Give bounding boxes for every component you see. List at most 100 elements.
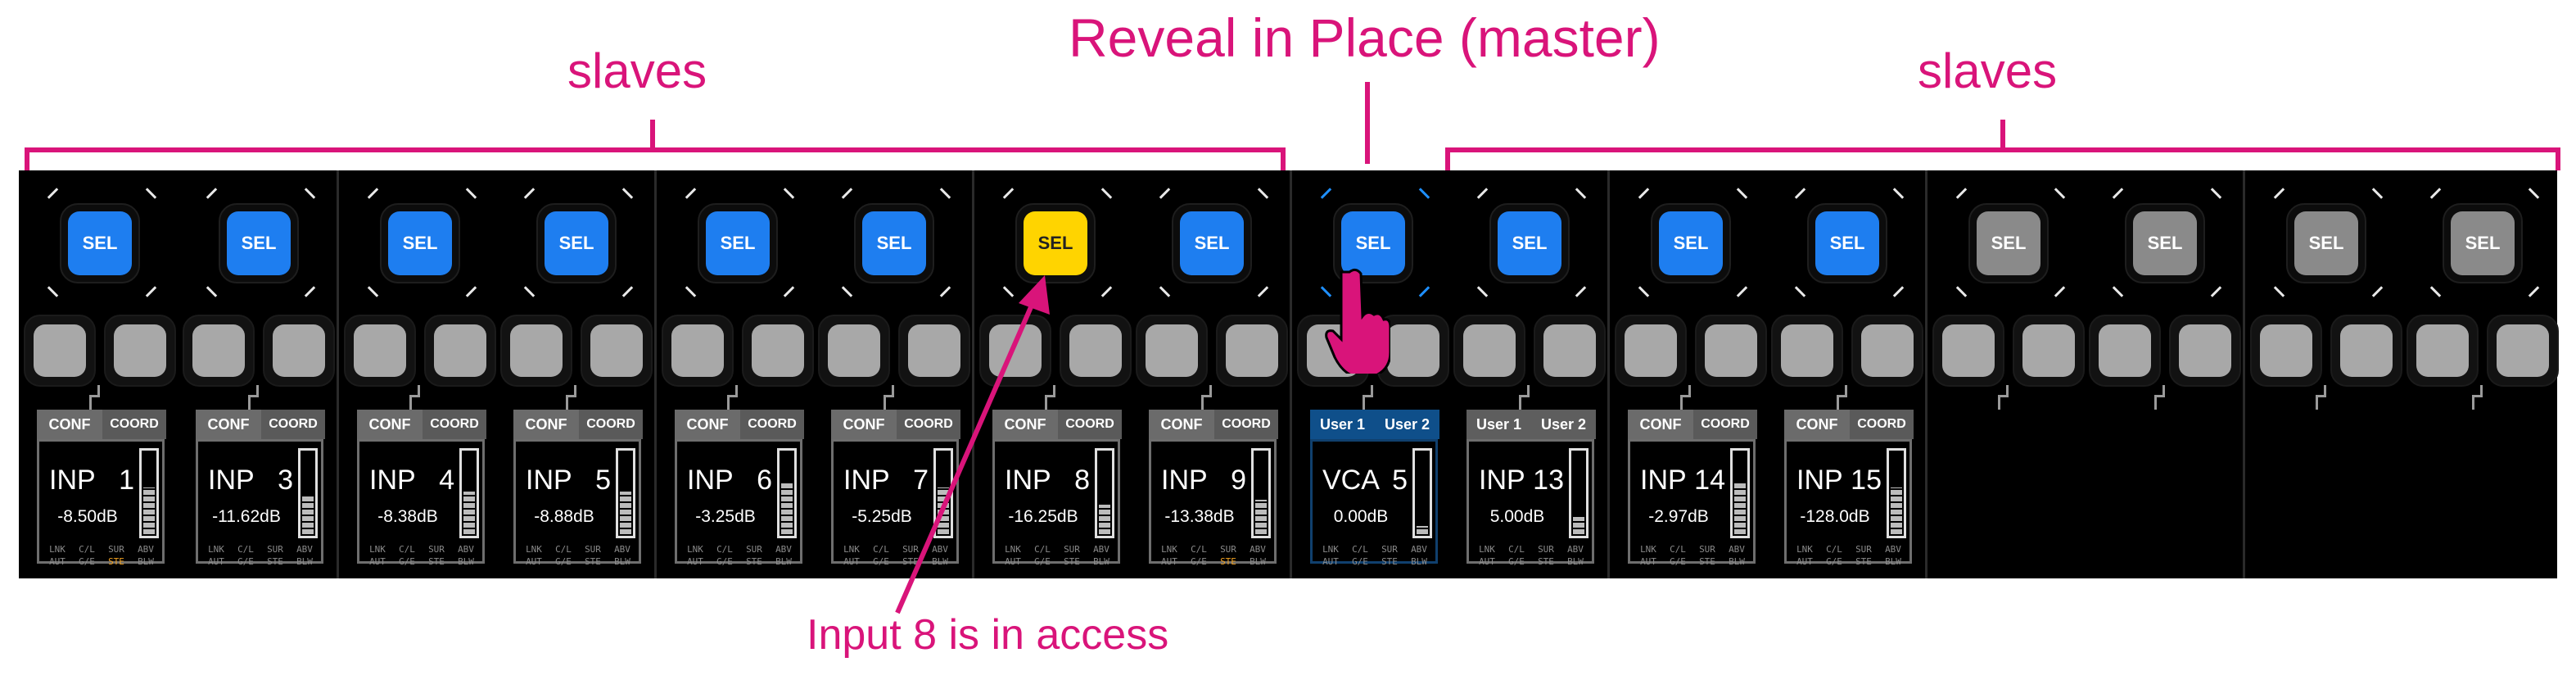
function-key-left[interactable] xyxy=(24,315,96,387)
function-key-right[interactable] xyxy=(1216,315,1288,387)
flag-lnk: LNK xyxy=(369,544,386,555)
function-key-left[interactable] xyxy=(500,315,572,387)
meter-fill xyxy=(1573,517,1584,534)
function-key-right[interactable] xyxy=(104,315,176,387)
sel-button[interactable]: SEL xyxy=(706,211,770,275)
sel-button[interactable]: SEL xyxy=(1977,211,2040,275)
function-key-right[interactable] xyxy=(1695,315,1767,387)
tab-conf[interactable]: CONF xyxy=(831,410,897,439)
sel-button[interactable]: SEL xyxy=(388,211,452,275)
function-key-right[interactable] xyxy=(1060,315,1132,387)
tab-coord[interactable]: COORD xyxy=(897,410,960,439)
tab-user-1[interactable]: User 1 xyxy=(1467,410,1531,439)
function-key-left[interactable] xyxy=(1453,315,1525,387)
tab-coord[interactable]: COORD xyxy=(261,410,325,439)
function-key-left[interactable] xyxy=(2089,315,2161,387)
function-key-left[interactable] xyxy=(183,315,255,387)
tab-coord[interactable]: COORD xyxy=(579,410,643,439)
function-key-right[interactable] xyxy=(1377,315,1449,387)
flag-blw: BLW xyxy=(296,556,313,567)
flag-blw: BLW xyxy=(1411,556,1427,567)
tab-coord[interactable]: COORD xyxy=(102,410,166,439)
sel-button[interactable]: SEL xyxy=(2451,211,2515,275)
sel-button-frame: SEL xyxy=(380,203,460,283)
function-key-right[interactable] xyxy=(1534,315,1606,387)
flag-sur: SUR xyxy=(746,544,762,555)
sel-button[interactable]: SEL xyxy=(1498,211,1561,275)
flag-abv: ABV xyxy=(614,544,630,555)
function-key-right[interactable] xyxy=(424,315,496,387)
tab-conf[interactable]: CONF xyxy=(37,410,102,439)
level-meter xyxy=(1569,448,1589,538)
function-key-right[interactable] xyxy=(1851,315,1923,387)
function-key-left[interactable] xyxy=(2250,315,2322,387)
key-cap xyxy=(1705,324,1757,377)
function-key-right[interactable] xyxy=(581,315,653,387)
tab-conf[interactable]: CONF xyxy=(513,410,579,439)
connector-line xyxy=(1209,385,1212,397)
sel-button[interactable]: SEL xyxy=(2294,211,2358,275)
tab-conf[interactable]: CONF xyxy=(675,410,740,439)
tab-user-1[interactable]: User 1 xyxy=(1310,410,1375,439)
sel-button[interactable]: SEL xyxy=(2133,211,2197,275)
flag-aut: AUT xyxy=(369,556,386,567)
tab-conf[interactable]: CONF xyxy=(1628,410,1693,439)
tab-conf[interactable]: CONF xyxy=(357,410,423,439)
tab-user-2[interactable]: User 2 xyxy=(1531,410,1596,439)
meter-fill xyxy=(1099,504,1110,534)
tab-user-2[interactable]: User 2 xyxy=(1375,410,1439,439)
function-key-left[interactable] xyxy=(662,315,734,387)
tab-coord[interactable]: COORD xyxy=(1850,410,1914,439)
function-key-left[interactable] xyxy=(344,315,416,387)
function-key-right[interactable] xyxy=(2013,315,2085,387)
sel-button[interactable]: SEL xyxy=(1659,211,1723,275)
function-key-left[interactable] xyxy=(818,315,890,387)
sel-button[interactable]: SEL xyxy=(227,211,291,275)
tab-coord[interactable]: COORD xyxy=(1693,410,1757,439)
gain-value: -2.97dB xyxy=(1648,507,1709,526)
function-key-right[interactable] xyxy=(742,315,814,387)
flag-sur: SUR xyxy=(1064,544,1080,555)
function-key-left[interactable] xyxy=(1615,315,1687,387)
flag-ste: STE xyxy=(1064,556,1080,567)
sel-button[interactable]: SEL xyxy=(1341,211,1405,275)
key-cap xyxy=(1781,324,1833,377)
flag-lnk: LNK xyxy=(1479,544,1495,555)
tab-conf[interactable]: CONF xyxy=(1784,410,1850,439)
tab-conf[interactable]: CONF xyxy=(196,410,261,439)
tab-coord[interactable]: COORD xyxy=(740,410,804,439)
flag-abv: ABV xyxy=(775,544,792,555)
function-key-left[interactable] xyxy=(1932,315,2004,387)
sel-button[interactable]: SEL xyxy=(1815,211,1879,275)
connector-line xyxy=(1519,395,1521,410)
meter-fill xyxy=(620,492,631,534)
function-key-right[interactable] xyxy=(2330,315,2402,387)
sel-button[interactable]: SEL xyxy=(545,211,608,275)
tab-conf[interactable]: CONF xyxy=(1149,410,1214,439)
function-key-right[interactable] xyxy=(263,315,335,387)
function-key-left[interactable] xyxy=(979,315,1051,387)
connector-line xyxy=(727,395,738,397)
function-key-left[interactable] xyxy=(2407,315,2479,387)
tab-coord[interactable]: COORD xyxy=(1214,410,1278,439)
flag-sur: SUR xyxy=(108,544,124,555)
flag-lnk: LNK xyxy=(1005,544,1021,555)
function-key-left[interactable] xyxy=(1771,315,1843,387)
sel-button[interactable]: SEL xyxy=(68,211,132,275)
channel-number: 7 xyxy=(913,465,929,496)
sel-button[interactable]: SEL xyxy=(1024,211,1087,275)
sel-button[interactable]: SEL xyxy=(1180,211,1244,275)
function-key-left[interactable] xyxy=(1136,315,1208,387)
function-key-right[interactable] xyxy=(898,315,970,387)
sel-button[interactable]: SEL xyxy=(862,211,926,275)
tab-coord[interactable]: COORD xyxy=(1058,410,1122,439)
function-key-right[interactable] xyxy=(2169,315,2241,387)
tab-coord[interactable]: COORD xyxy=(423,410,486,439)
tab-conf[interactable]: CONF xyxy=(992,410,1058,439)
flag-ge: G/E xyxy=(237,556,254,567)
function-key-right[interactable] xyxy=(2487,315,2559,387)
